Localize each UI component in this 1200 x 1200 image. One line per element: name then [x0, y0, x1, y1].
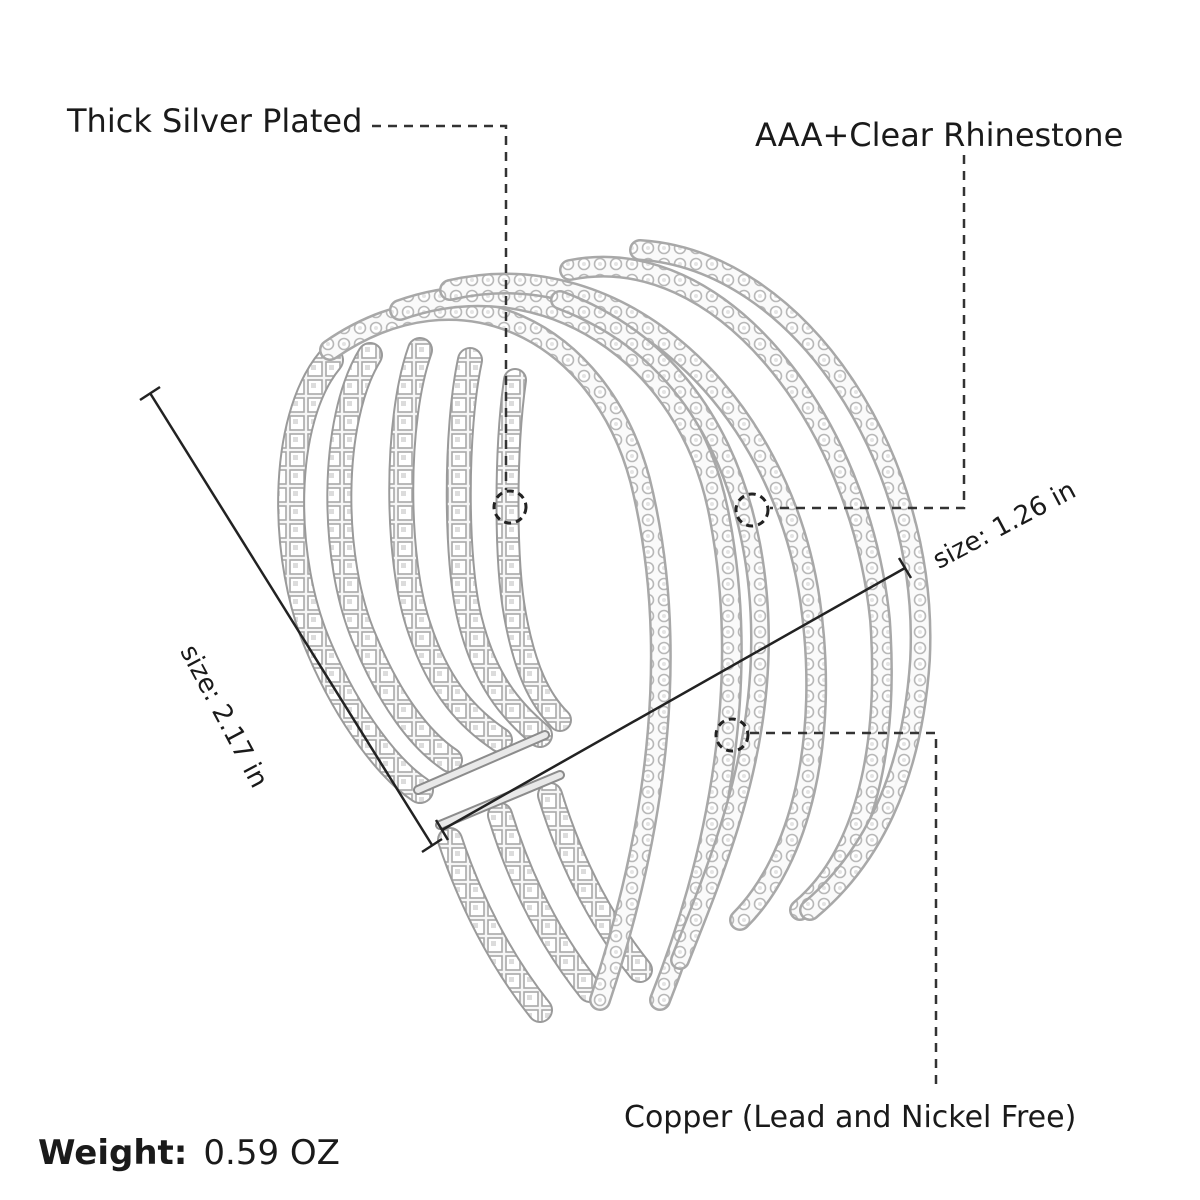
callout-copper: Copper (Lead and Nickel Free) — [624, 1100, 1077, 1135]
leader-silver — [372, 124, 508, 490]
callout-thick-silver-plated: Thick Silver Plated — [67, 102, 363, 140]
leader-rhinestone — [770, 155, 966, 510]
dimension-height — [139, 385, 443, 854]
callout-clear-rhinestone: AAA+Clear Rhinestone — [755, 116, 1124, 154]
weight-info: Weight: 0.59 OZ — [38, 1133, 340, 1173]
callout-leaders — [372, 124, 966, 1090]
weight-value: 0.59 OZ — [203, 1133, 340, 1173]
leader-copper — [750, 731, 938, 1090]
dimension-width — [434, 557, 913, 841]
weight-label: Weight: — [38, 1133, 188, 1173]
bracelet-rhinestone-strands — [319, 239, 932, 1011]
bracelet-back-cuff — [277, 337, 572, 804]
marker-copper — [714, 717, 750, 753]
callout-markers — [492, 489, 770, 753]
marker-rhinestone — [734, 492, 770, 528]
bracelet-lower-cuff — [435, 770, 653, 1023]
marker-silver — [492, 489, 528, 525]
